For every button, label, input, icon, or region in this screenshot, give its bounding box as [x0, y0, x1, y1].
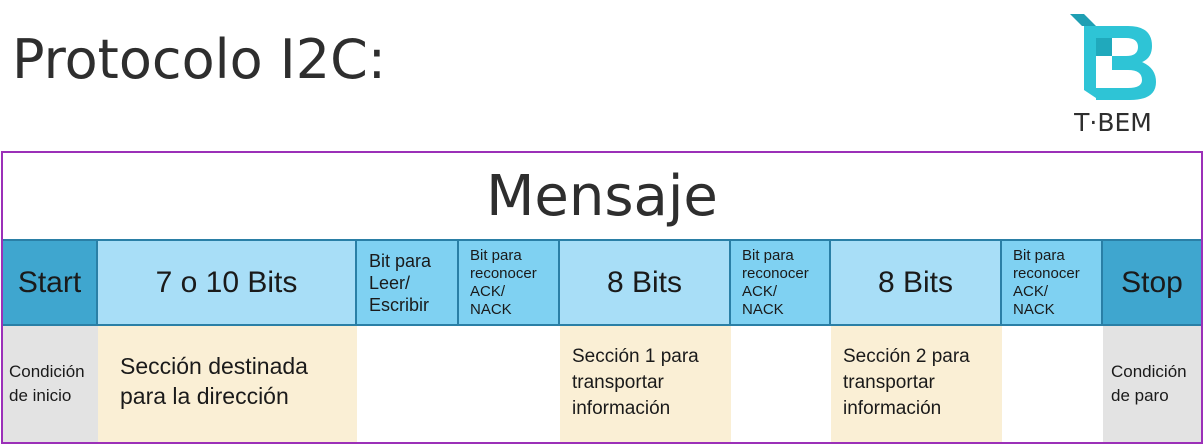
data-desc-2: Sección 2 para transportar información [843, 346, 970, 419]
description-row: Condición de inicio Sección destinada pa… [3, 326, 1201, 442]
ack-bit-label-3: Bit para reconocer ACK/ NACK [1013, 246, 1080, 318]
data-bits-label-2: 8 Bits [877, 265, 954, 299]
start-desc-cell: Condición de inicio [3, 326, 98, 442]
ack-bit-cell-1: Bit para reconocer ACK/ NACK [459, 239, 560, 326]
address-bits-cell: 7 o 10 Bits [98, 239, 357, 326]
data-bits-label-1: 8 Bits [606, 265, 683, 299]
stop-desc: Condición de paro [1111, 362, 1187, 405]
ack-bit-cell-2: Bit para reconocer ACK/ NACK [731, 239, 831, 326]
ack-desc-cell-2 [731, 326, 831, 442]
stop-cell: Stop [1103, 239, 1201, 326]
rw-desc-cell [357, 326, 459, 442]
bits-row: Start 7 o 10 Bits Bit para Leer/ Escribi… [3, 239, 1201, 326]
start-cell: Start [3, 239, 98, 326]
address-desc-cell: Sección destinada para la dirección [98, 326, 357, 442]
address-desc: Sección destinada para la dirección [120, 353, 308, 409]
logo-text: T·BEM [1074, 108, 1152, 137]
data-desc-cell-1: Sección 1 para transportar información [560, 326, 731, 442]
stop-label: Stop [1121, 265, 1183, 299]
logo-mark-icon [1070, 14, 1156, 100]
ack-desc-cell-1 [459, 326, 560, 442]
ack-bit-label-2: Bit para reconocer ACK/ NACK [742, 246, 809, 318]
data-bits-cell-2: 8 Bits [831, 239, 1002, 326]
ack-bit-cell-3: Bit para reconocer ACK/ NACK [1002, 239, 1103, 326]
start-desc: Condición de inicio [9, 362, 85, 405]
tbem-logo: T·BEM [1062, 10, 1164, 138]
data-desc-cell-2: Sección 2 para transportar información [831, 326, 1002, 442]
data-desc-1: Sección 1 para transportar información [572, 346, 699, 419]
start-label: Start [17, 265, 82, 299]
data-bits-cell-1: 8 Bits [560, 239, 731, 326]
ack-desc-cell-3 [1002, 326, 1103, 442]
rw-bit-label: Bit para Leer/ Escribir [369, 250, 432, 315]
rw-bit-cell: Bit para Leer/ Escribir [357, 239, 459, 326]
message-frame: Mensaje Start 7 o 10 Bits Bit para Leer/… [1, 151, 1203, 444]
ack-bit-label-1: Bit para reconocer ACK/ NACK [470, 246, 537, 318]
address-bits-label: 7 o 10 Bits [155, 265, 298, 299]
message-header: Mensaje [486, 163, 718, 229]
stop-desc-cell: Condición de paro [1103, 326, 1201, 442]
page-title: Protocolo I2C: [12, 28, 386, 91]
